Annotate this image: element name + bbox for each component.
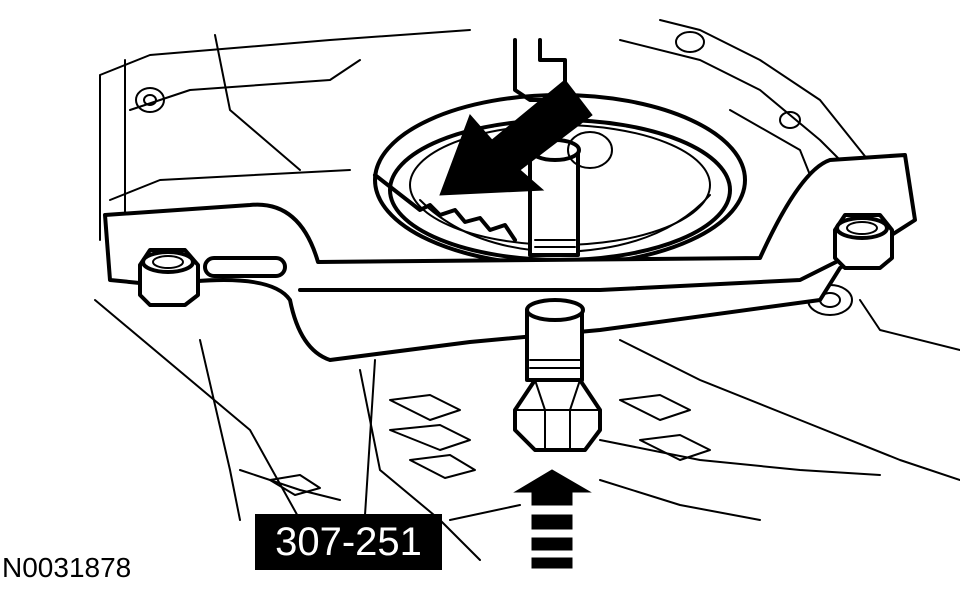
direction-arrow-up <box>513 469 592 569</box>
engine-housing <box>94 19 960 561</box>
center-adjusting-bolt <box>513 298 602 452</box>
crankshaft-flange <box>373 38 747 267</box>
right-bolt <box>833 213 894 270</box>
callout-leader-line <box>364 359 376 516</box>
direction-arrow-down-left <box>439 79 593 196</box>
tool-number-callout: 307-251 <box>255 514 442 570</box>
left-bolt <box>138 248 200 307</box>
figure-id: N0031878 <box>2 552 132 583</box>
